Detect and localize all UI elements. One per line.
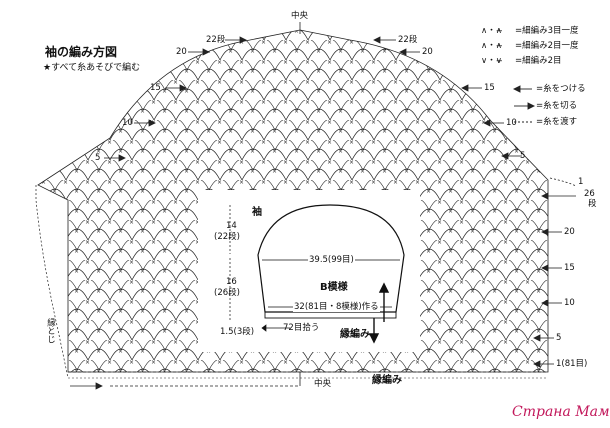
start-marks <box>70 382 300 390</box>
row-left-20: 20 <box>176 47 187 57</box>
legend-text-1: =細編み3目一度 <box>515 26 579 36</box>
legend-yarn-glyphs <box>512 85 536 123</box>
side-seam-label: 縁とじ <box>45 318 56 344</box>
row-low-1: 1(81目) <box>556 359 588 369</box>
row-low-15: 15 <box>564 263 575 273</box>
row-right-22: 22段 <box>398 35 418 45</box>
border-label: 縁編み <box>372 375 402 386</box>
legend-yarn-carry: =糸を渡す <box>536 117 578 127</box>
inset-background <box>198 190 420 352</box>
row-left-5: 5 <box>95 153 101 163</box>
schematic-height-cap: 14 <box>226 221 237 231</box>
row-left-22: 22段 <box>206 35 226 45</box>
diagram-title: 袖の編み方図 <box>45 45 118 59</box>
row-right-26: 26 <box>584 189 595 199</box>
row-left-10: 10 <box>122 118 133 128</box>
sleeve-schematic <box>257 204 405 313</box>
row-arrows-right <box>373 36 562 368</box>
schematic-height-border: 1.5(3段) <box>220 327 255 337</box>
border-band <box>264 311 397 319</box>
center-label-top: 中央 <box>291 11 309 21</box>
schematic-pickup: 72目拾う <box>283 323 320 333</box>
row-arrows-left <box>104 36 247 162</box>
schematic-height-cap-rows: (22段) <box>214 232 240 242</box>
row-right-15: 15 <box>484 83 495 93</box>
schematic-border: 縁編み <box>340 329 370 340</box>
legend-symbol-2: ∧・∧̶ <box>481 41 502 51</box>
schematic-top-width: 39.5(99目) <box>308 255 355 265</box>
legend-symbol-1: ∧・∧̶ <box>481 26 502 36</box>
row-right-20: 20 <box>422 47 433 57</box>
side-seam <box>35 185 69 379</box>
legend-text-3: =細編み2目 <box>515 56 562 66</box>
schematic-pattern: B模様 <box>320 282 348 293</box>
row-low-5: 5 <box>556 333 562 343</box>
schematic-height-body: 16 <box>226 277 237 287</box>
schematic-height-body-rows: (26段) <box>214 288 240 298</box>
direction-arrows <box>368 282 390 344</box>
legend-yarn-cut: =糸を切る <box>536 101 578 111</box>
yarn-join-marks <box>541 177 577 200</box>
watermark: Страна Мам <box>512 404 610 420</box>
legend-symbol-3: ∨・∨̶ <box>481 56 502 66</box>
row-right-5: 5 <box>520 151 526 161</box>
diagram-note: ★すべて糸あそびで編む <box>43 63 141 73</box>
row-left-15: 15 <box>150 83 161 93</box>
center-label-bottom: 中央 <box>314 379 332 389</box>
schematic-bottom-width: 32(81目・8模様)作る <box>293 302 380 312</box>
row-right-1: 1 <box>578 177 584 187</box>
schematic-title: 袖 <box>252 207 262 218</box>
row-right-26-unit: 段 <box>588 199 597 209</box>
row-low-20: 20 <box>564 227 575 237</box>
legend-text-2: =細編み2目一度 <box>515 41 579 51</box>
row-right-10: 10 <box>506 118 517 128</box>
legend-yarn-attach: =糸をつける <box>536 84 586 94</box>
row-low-10: 10 <box>564 298 575 308</box>
